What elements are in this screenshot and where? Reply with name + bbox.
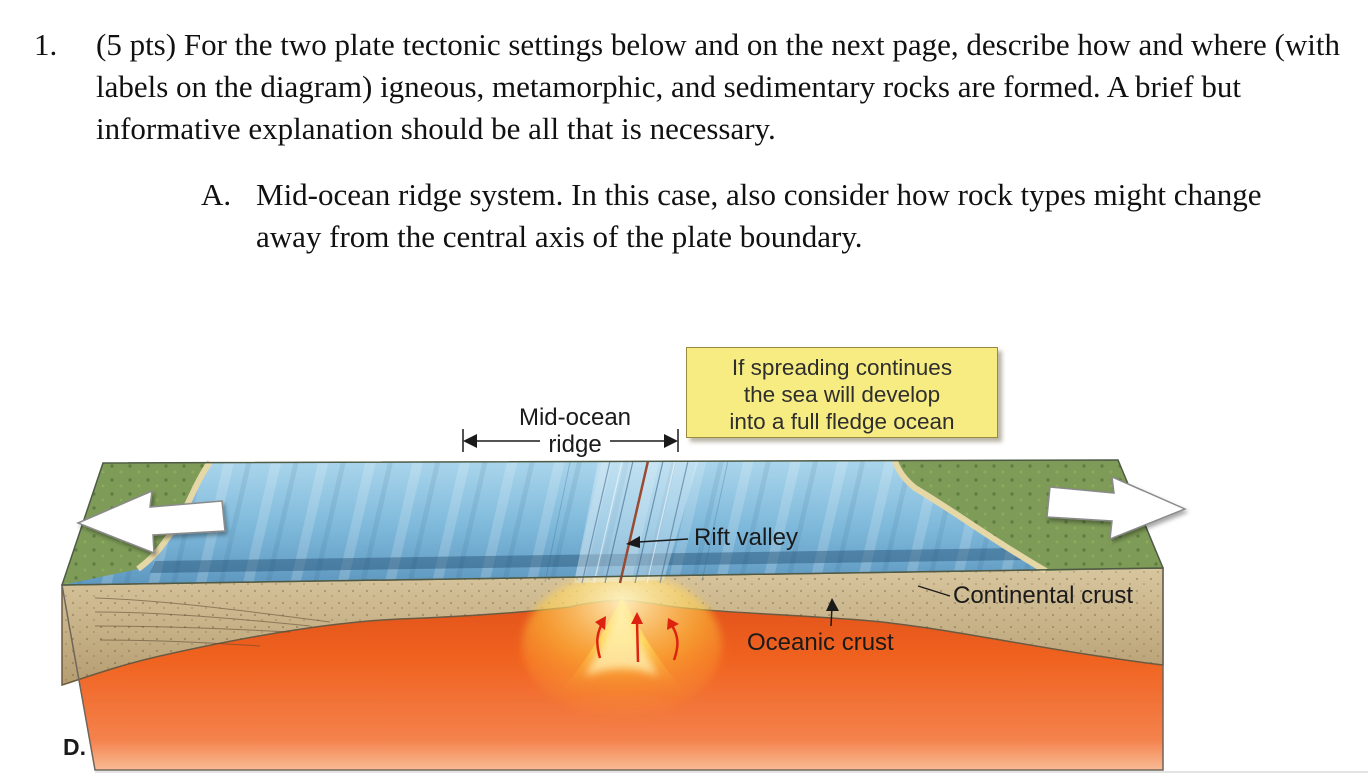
question-number: 1. bbox=[34, 27, 58, 62]
label-oceanic-crust: Oceanic crust bbox=[747, 629, 894, 656]
magma-upwelling-arrows bbox=[595, 612, 679, 663]
callout-line-2: the sea will develop bbox=[743, 382, 941, 407]
ocean-surface bbox=[62, 460, 1163, 585]
question-text: (5 pts) For the two plate tectonic setti… bbox=[96, 27, 1340, 146]
question-sub-text: Mid-ocean ridge system. In this case, al… bbox=[256, 177, 1262, 254]
label-continental-crust: Continental crust bbox=[953, 582, 1134, 609]
block-outline bbox=[60, 459, 1368, 773]
spreading-arrow-right-icon bbox=[1046, 475, 1187, 541]
callout-line-3: into a full fledge ocean bbox=[729, 409, 955, 434]
label-rift-valley: Rift valley bbox=[694, 524, 799, 551]
question-1: 1. (5 pts) For the two plate tectonic se… bbox=[0, 0, 1368, 150]
question-1a: A. Mid-ocean ridge system. In this case,… bbox=[0, 174, 1368, 258]
figure-letter: D. bbox=[63, 734, 86, 760]
question-sub-letter: A. bbox=[201, 177, 232, 212]
rift-valley-leader bbox=[626, 536, 689, 548]
sediment-strata-lines bbox=[94, 597, 331, 647]
label-mid-ocean-ridge-line2: ridge bbox=[548, 431, 602, 458]
continent-right bbox=[892, 459, 1163, 574]
oceanic-crust-leader bbox=[826, 598, 839, 627]
label-mid-ocean-ridge: Mid-ocean ridge bbox=[503, 404, 647, 458]
spreading-callout: If spreading continues the sea will deve… bbox=[686, 347, 998, 438]
rift-valley-lineations bbox=[544, 460, 729, 584]
callout-line-1: If spreading continues bbox=[731, 355, 953, 380]
continent-left bbox=[62, 460, 213, 585]
continental-crust-leader bbox=[917, 585, 951, 597]
label-mid-ocean-ridge-line1: Mid-ocean bbox=[518, 404, 632, 431]
magma-plume bbox=[522, 573, 722, 717]
spreading-arrow-left-icon bbox=[76, 489, 226, 555]
